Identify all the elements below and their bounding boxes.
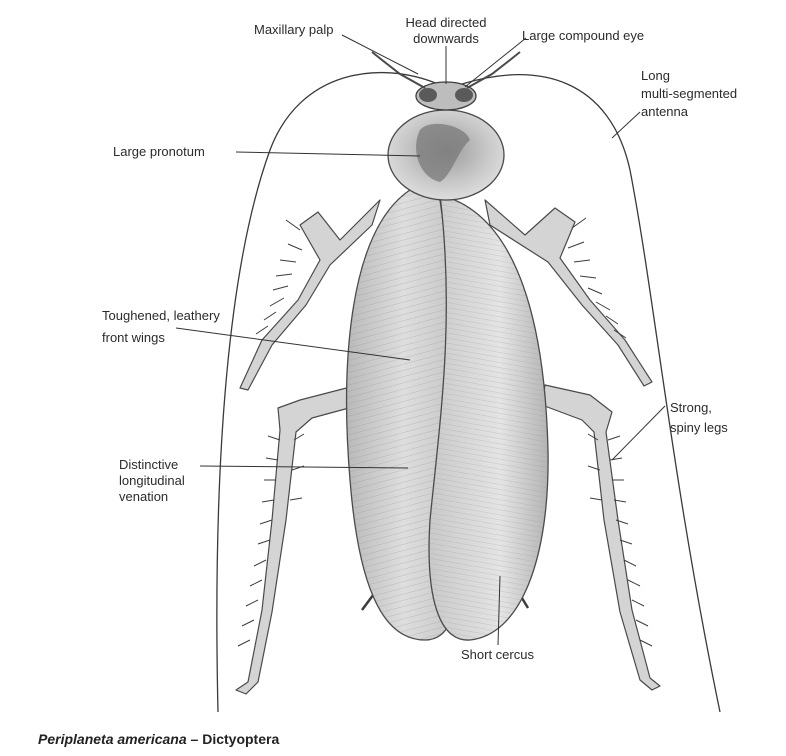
label-antenna: Long multi-segmented antenna bbox=[641, 68, 738, 119]
maxillary-palps bbox=[371, 51, 521, 89]
leg-spines bbox=[237, 217, 653, 647]
left-compound-eye bbox=[419, 88, 437, 102]
leader-cercus bbox=[497, 575, 501, 646]
label-compound-eye: Large compound eye bbox=[522, 28, 645, 43]
leader-front-wings bbox=[175, 327, 411, 361]
label-cercus: Short cercus bbox=[461, 647, 534, 662]
wings bbox=[345, 189, 549, 641]
leader-maxillary-palp bbox=[341, 34, 419, 75]
right-antenna bbox=[461, 74, 721, 713]
leader-antenna bbox=[611, 111, 641, 139]
middle-right-leg bbox=[541, 384, 661, 691]
front-right-leg bbox=[484, 199, 653, 387]
left-antenna bbox=[216, 71, 439, 713]
label-legs: Strong, spiny legs bbox=[670, 400, 728, 435]
caption-order: Dictyoptera bbox=[202, 731, 280, 747]
leader-venation bbox=[199, 465, 409, 469]
legs-group bbox=[235, 199, 661, 695]
pronotum-markings bbox=[416, 123, 470, 182]
label-head-directed: Head directed downwards bbox=[405, 15, 487, 46]
antenna-group bbox=[216, 71, 721, 713]
front-left-leg bbox=[239, 199, 381, 391]
label-pronotum: Large pronotum bbox=[113, 144, 205, 159]
label-front-wings: Toughened, leathery front wings bbox=[102, 308, 220, 345]
leader-legs bbox=[611, 405, 666, 461]
right-compound-eye bbox=[455, 88, 473, 102]
leader-lines bbox=[175, 34, 666, 646]
label-maxillary-palp: Maxillary palp bbox=[254, 22, 334, 37]
middle-left-leg bbox=[235, 384, 361, 695]
leader-compound-eye bbox=[464, 37, 527, 88]
caption-separator: – bbox=[186, 731, 203, 747]
head bbox=[415, 81, 477, 111]
leader-pronotum bbox=[235, 151, 421, 157]
label-venation: Distinctive longitudinal venation bbox=[119, 457, 185, 504]
caption-species: Periplaneta americana bbox=[38, 731, 187, 747]
figure-caption: Periplaneta americana – Dictyoptera bbox=[38, 731, 279, 747]
